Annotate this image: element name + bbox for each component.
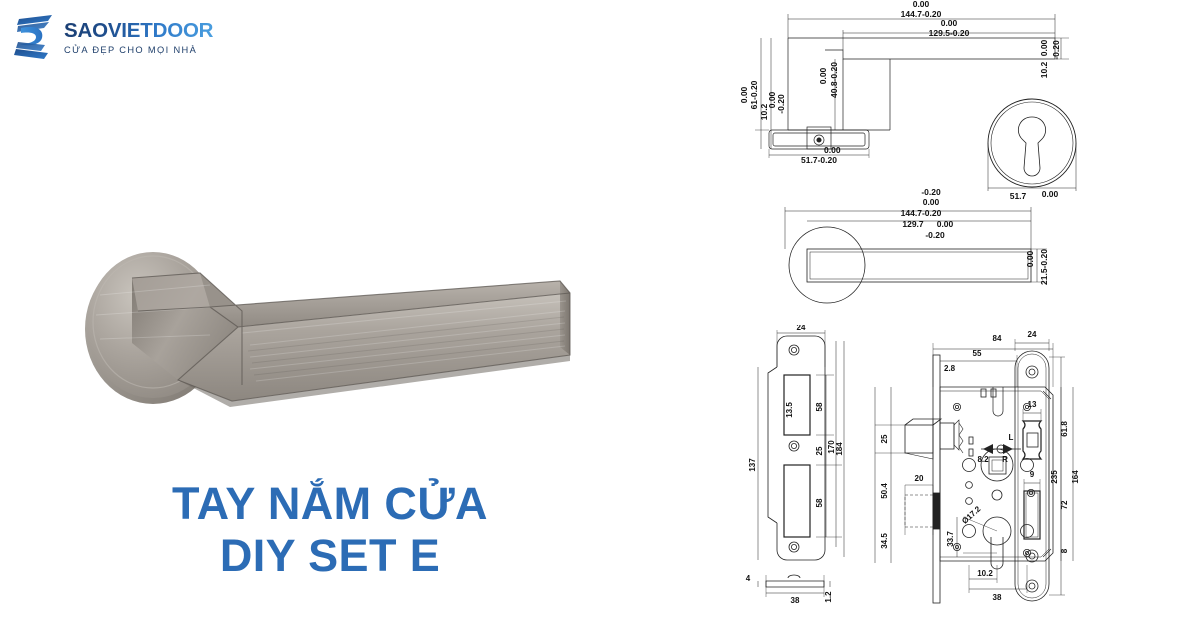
dim-184: 184 [835,442,844,456]
dim-tol-zero-3: 0.00 [824,145,841,155]
dim-tol-zero-4: 0.00 [739,86,749,103]
saovietdoor-ribbon-s-logo-icon [8,11,60,63]
dim-24-strike: 24 [797,325,806,332]
dim-235: 235 [1050,470,1059,484]
dim-51-7: 51.7-0.20 [801,155,837,165]
drawing-mortise-lock-body: 84 55 2.8 25 50.4 34.5 20 8.2 L R 61.8 7… [874,334,1080,604]
dim-137: 137 [748,458,757,472]
dim-38-lock: 38 [993,593,1002,602]
dim-13-5: 13.5 [785,402,794,418]
dim-129-5: 129.5-0.20 [929,28,970,38]
dim-13-face: 13 [1028,400,1037,409]
drawing-lever-side-elevation: 0.00 144.7-0.20 0.00 129.5-0.20 0.00 51.… [739,0,1069,165]
label-handing-left: L [1009,433,1014,442]
page-title-line-2: DIY SET E [219,530,441,582]
dim-58-bottom: 58 [815,498,824,507]
dim-33-7: 33.7 [946,531,955,547]
dim-tol-minus-top-2: -0.20 [925,230,945,240]
dim-tol-minus: -0.20 [776,94,786,114]
dim-tol-zero-top: 0.00 [923,197,940,207]
drawing-strike-plate: 24 137 13.5 58 25 58 170 184 38 1.2 4 [746,325,845,605]
page-title-line-1: TAY NẮM CỬA [172,478,488,529]
dim-55: 55 [973,349,982,358]
dim-25-strike: 25 [815,446,824,455]
label-handing-right: R [1002,455,1008,464]
dim-38-strike: 38 [791,596,800,605]
dim-144-7-top: 144.7-0.20 [901,208,942,218]
dim-20-lock: 20 [915,474,924,483]
dim-tol-zero-top-2: 0.00 [937,219,954,229]
drawing-euro-cylinder-escutcheon: 51.7 0.00 [987,98,1077,201]
dim-tol-minus-top: -0.20 [921,187,941,197]
brand-name: SAOVIETDOOR [64,18,214,42]
dim-tol-zero-cyl: 0.00 [1042,189,1059,199]
drawing-lock-faceplate: 24 13 9 235 [1014,330,1065,602]
page-title: TAY NẮM CỬA DIY SET E [0,478,660,582]
dim-4: 4 [746,574,751,583]
dim-dia-17-2: Ø17.2 [960,504,983,526]
dim-50-4: 50.4 [880,483,889,499]
dim-144-7: 144.7-0.20 [901,9,942,19]
product-photo-door-lever-handle [60,215,600,435]
dim-84: 84 [993,334,1002,343]
dim-9-face: 9 [1030,470,1035,479]
dim-21-5: 21.5-0.20 [1039,249,1049,285]
dim-2-8: 2.8 [944,364,956,373]
dim-tol-minus-2: -0.20 [1051,40,1061,60]
dim-tol-zero-7: 0.00 [1039,39,1049,56]
dim-24-face: 24 [1028,330,1037,339]
dim-tol-zero: 0.00 [913,0,930,9]
dim-170: 170 [827,440,836,454]
dim-10-2-lock: 10.2 [977,569,993,578]
dim-129-7-top: 129.7 [902,219,924,229]
dim-51-7-cyl: 51.7 [1010,191,1027,201]
dim-tol-zero-5: 0.00 [767,91,777,108]
brand-logo: SAOVIETDOOR CỬA ĐẸP CHO MỌI NHÀ [8,8,258,66]
dim-8-2: 8.2 [977,455,989,464]
dim-10-2-right: 10.2 [1039,61,1049,78]
dim-34-5: 34.5 [880,533,889,549]
dim-72: 72 [1060,500,1069,509]
brand-text: SAOVIETDOOR CỬA ĐẸP CHO MỌI NHÀ [64,19,213,56]
dim-8-lock: 8 [1060,548,1069,553]
drawing-lever-top-view: -0.20 0.00 144.7-0.20 129.7 0.00 -0.20 0… [784,187,1049,304]
dim-61: 61-0.20 [749,80,759,109]
dim-10-2-left: 10.2 [759,103,769,120]
dim-25-lock: 25 [880,434,889,443]
dim-40-8: 40.8-0.20 [829,62,839,98]
technical-drawings-panel: 0.00 144.7-0.20 0.00 129.5-0.20 0.00 51.… [725,0,1200,630]
dim-tol-zero-2: 0.00 [941,18,958,28]
dim-tol-zero-top-3: 0.00 [1025,250,1035,267]
dim-1-2: 1.2 [824,591,833,603]
dim-58-top: 58 [815,402,824,411]
dim-164: 164 [1071,470,1080,484]
dim-61-8: 61.8 [1060,421,1069,437]
dim-tol-zero-6: 0.00 [818,67,828,84]
brand-tagline: CỬA ĐẸP CHO MỌI NHÀ [64,45,198,56]
